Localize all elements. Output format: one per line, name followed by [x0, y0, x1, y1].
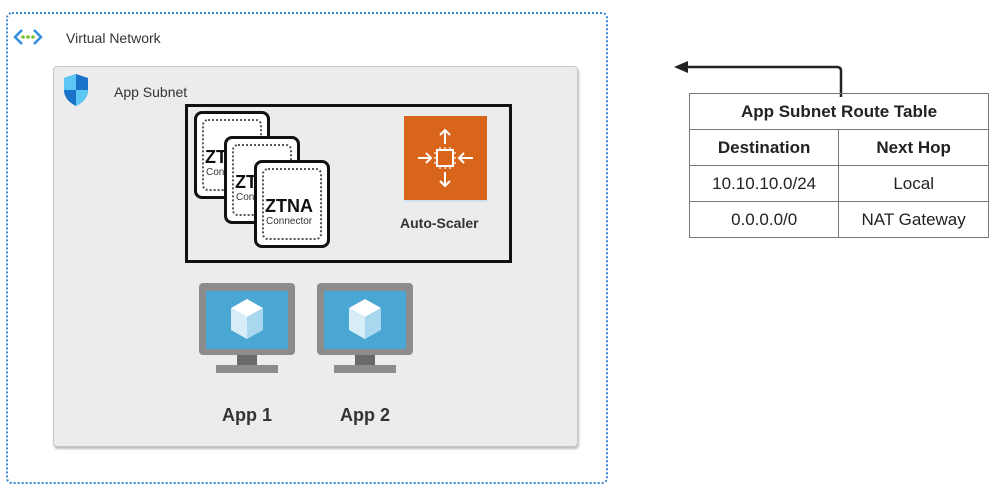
virtual-machine-icon[interactable] [199, 283, 295, 375]
column-header-destination: Destination [688, 129, 840, 166]
connector-scale-group [185, 104, 512, 263]
app-subnet [53, 66, 578, 447]
app-subnet-title: App Subnet [114, 84, 188, 100]
auto-scaler-tile[interactable] [404, 116, 487, 202]
connector-subtitle: Connector [266, 216, 313, 227]
app-2-label: App 2 [340, 405, 391, 425]
virtual-network-boundary [6, 12, 608, 484]
route-arrow [674, 61, 843, 97]
table-row: 0.0.0.0/0 NAT Gateway [688, 201, 989, 238]
column-header-next-hop: Next Hop [838, 129, 989, 166]
next-hop-cell: NAT Gateway [838, 201, 989, 238]
virtual-network-icon [13, 29, 43, 45]
shield-icon [64, 74, 88, 106]
connector-title: ZTNA [265, 196, 313, 216]
next-hop-cell: Local [838, 165, 989, 202]
auto-scaler-icon [418, 128, 473, 188]
route-table: App Subnet Route Table Destination Next … [688, 93, 989, 238]
auto-scaler-label: Auto-Scaler [400, 215, 479, 231]
destination-cell: 10.10.10.0/24 [688, 165, 840, 202]
app-1-label: App 1 [222, 405, 273, 425]
route-table-title: App Subnet Route Table [689, 93, 989, 130]
destination-cell: 0.0.0.0/0 [688, 201, 840, 238]
virtual-machine-icon[interactable] [317, 283, 413, 375]
table-row: 10.10.10.0/24 Local [688, 165, 989, 202]
virtual-network-title: Virtual Network [66, 30, 161, 46]
